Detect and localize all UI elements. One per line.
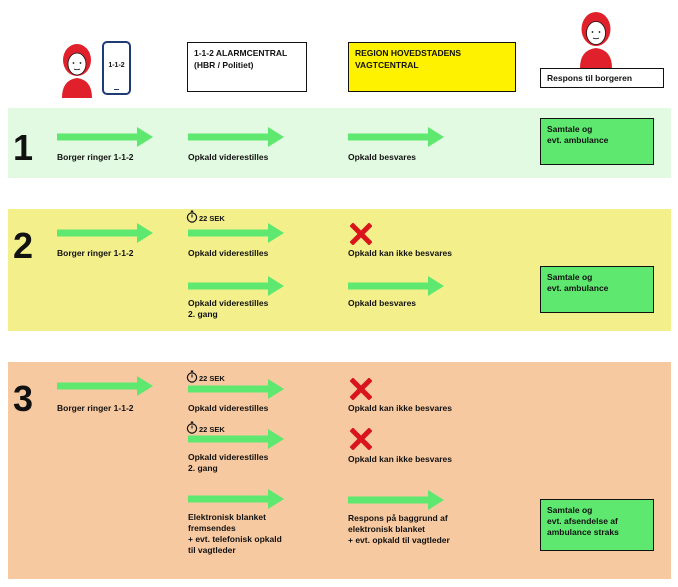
scenario-2-number: 2 <box>13 225 34 266</box>
alarm-central-box: 1-1-2 ALARMCENTRAL (HBR / Politiet) <box>187 42 307 92</box>
s3-timer-2: 22 SEK <box>186 421 225 434</box>
arrow-icon <box>188 429 284 449</box>
s3-electronic-form-label: Elektronisk blanket fremsendes + evt. te… <box>188 512 282 555</box>
arrow-icon <box>348 276 444 296</box>
s3-forward-label: Opkald viderestilles <box>188 403 269 413</box>
scenario-3-number: 3 <box>13 378 34 419</box>
s2-forward-label: Opkald viderestilles <box>188 248 269 258</box>
s1-citizen-label: Borger ringer 1-1-2 <box>57 152 134 162</box>
s2-response-box: Samtale og evt. ambulance <box>540 266 654 313</box>
arrow-icon <box>188 223 284 243</box>
s3-forward-2nd-label: Opkald viderestilles 2. gang <box>188 452 269 473</box>
s1-forward-label: Opkald viderestilles <box>188 152 269 162</box>
arrow-icon <box>57 376 153 396</box>
s2-answered-label: Opkald besvares <box>348 298 417 308</box>
x-mark-icon <box>350 378 372 400</box>
s3-response-box: Samtale og evt. afsendelse af ambulance … <box>540 499 654 551</box>
s3-not-answered-2-label: Opkald kan ikke besvares <box>348 454 452 464</box>
arrow-icon <box>188 276 284 296</box>
arrow-icon <box>188 127 284 147</box>
stopwatch-icon <box>186 370 198 383</box>
s3-citizen-label: Borger ringer 1-1-2 <box>57 403 134 413</box>
s3-timer-1: 22 SEK <box>186 370 225 383</box>
s3-not-answered-1-label: Opkald kan ikke besvares <box>348 403 452 413</box>
stopwatch-icon <box>186 210 198 223</box>
s2-not-answered-label: Opkald kan ikke besvares <box>348 248 452 258</box>
s1-answered-label: Opkald besvares <box>348 152 417 162</box>
arrow-icon <box>57 223 153 243</box>
s3-timer-2-text: 22 SEK <box>199 425 225 434</box>
stopwatch-icon <box>186 421 198 434</box>
s2-citizen-label: Borger ringer 1-1-2 <box>57 248 134 258</box>
arrow-icon <box>57 127 153 147</box>
citizen-person-icon <box>62 44 92 98</box>
s3-timer-1-text: 22 SEK <box>199 374 225 383</box>
arrow-icon <box>188 379 284 399</box>
phone-icon: 1-1-2 <box>102 41 131 95</box>
arrow-icon <box>348 490 444 510</box>
s1-response-box: Samtale og evt. ambulance <box>540 118 654 165</box>
phone-button <box>114 88 119 90</box>
arrow-icon <box>188 489 284 509</box>
s3-response-form-label: Respons på baggrund af elektronisk blank… <box>348 513 450 545</box>
phone-screen-text: 1-1-2 <box>108 62 125 69</box>
s2-timer: 22 SEK <box>186 210 225 223</box>
x-mark-icon <box>350 428 372 450</box>
responder-person-icon <box>580 12 612 68</box>
x-mark-icon <box>350 223 372 245</box>
scenario-1-number: 1 <box>13 127 34 168</box>
arrow-icon <box>348 127 444 147</box>
region-central-box: REGION HOVEDSTADENS VAGTCENTRAL <box>348 42 516 92</box>
response-label-box: Respons til borgeren <box>540 68 664 88</box>
s2-timer-text: 22 SEK <box>199 214 225 223</box>
s2-forward-2nd-label: Opkald viderestilles 2. gang <box>188 298 269 319</box>
